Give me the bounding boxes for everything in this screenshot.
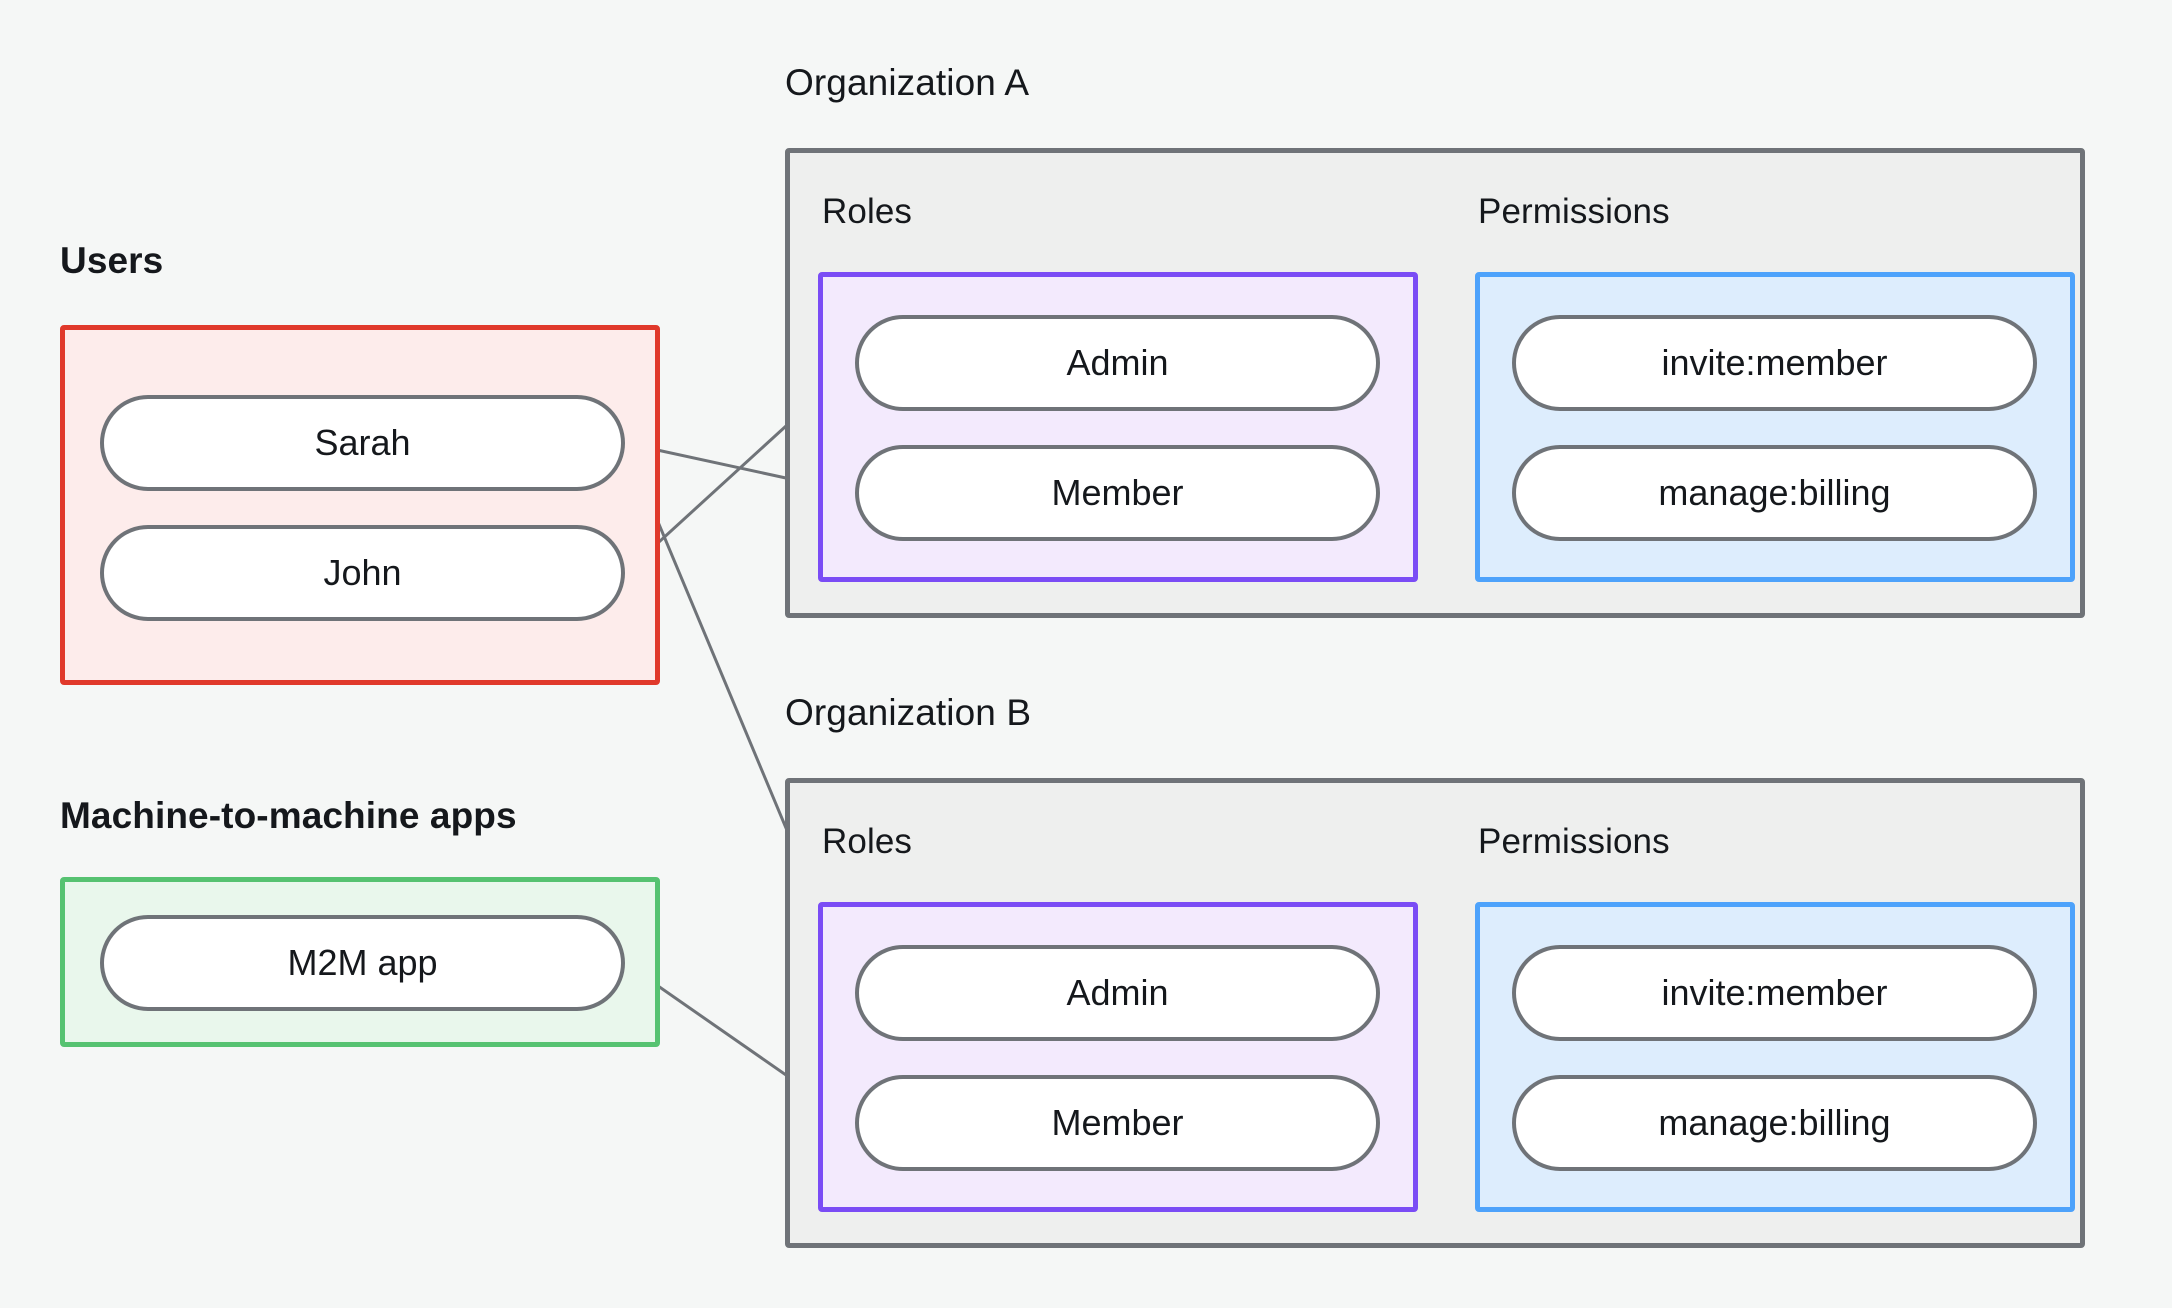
organization-a-roles-label: Roles (822, 192, 912, 231)
role-pill-org-b-member[interactable]: Member (855, 1075, 1380, 1171)
organization-b-roles-label: Roles (822, 822, 912, 861)
users-group-box (60, 325, 660, 685)
role-pill-org-a-admin[interactable]: Admin (855, 315, 1380, 411)
permission-pill-org-b-invite-member[interactable]: invite:member (1512, 945, 2037, 1041)
user-pill-sarah[interactable]: Sarah (100, 395, 625, 491)
organization-b-label: Organization B (785, 692, 1032, 733)
organization-a-label: Organization A (785, 62, 1030, 103)
user-pill-john[interactable]: John (100, 525, 625, 621)
role-pill-org-b-admin[interactable]: Admin (855, 945, 1380, 1041)
permission-pill-org-a-manage-billing[interactable]: manage:billing (1512, 445, 2037, 541)
users-group-label: Users (60, 240, 164, 281)
permission-pill-org-b-manage-billing[interactable]: manage:billing (1512, 1075, 2037, 1171)
role-pill-org-a-member[interactable]: Member (855, 445, 1380, 541)
m2m-pill-app[interactable]: M2M app (100, 915, 625, 1011)
organization-b-permissions-label: Permissions (1478, 822, 1670, 861)
m2m-group-label: Machine-to-machine apps (60, 795, 517, 836)
permission-pill-org-a-invite-member[interactable]: invite:member (1512, 315, 2037, 411)
organization-a-permissions-label: Permissions (1478, 192, 1670, 231)
